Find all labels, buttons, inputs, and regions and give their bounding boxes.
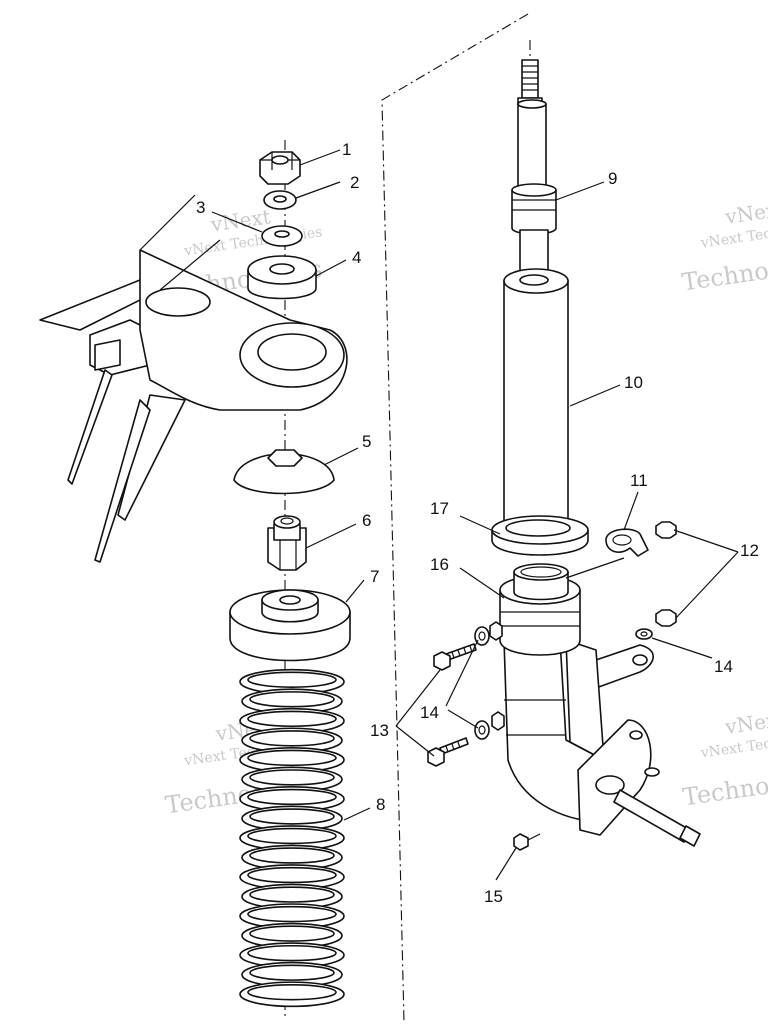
spring-coil-inner <box>247 671 337 688</box>
spring-coil-inner <box>247 905 337 923</box>
housing-nut-upper <box>489 621 503 641</box>
label-7: 7 <box>370 567 379 586</box>
label-6: 6 <box>362 511 371 530</box>
label-9: 9 <box>608 169 617 188</box>
part-8-coil-spring <box>239 668 345 1008</box>
label-8: 8 <box>376 795 385 814</box>
spring-coil-inner <box>247 984 337 1001</box>
part-12-nut-lower <box>655 609 677 627</box>
label-15: 15 <box>484 887 503 906</box>
frame-a-arm <box>39 194 348 563</box>
label-14-left: 14 <box>420 703 439 722</box>
label-17: 17 <box>430 499 449 518</box>
spring-coil-inner <box>247 788 337 806</box>
label-14-right: 14 <box>714 657 733 676</box>
part-7-spring-seat <box>229 589 351 662</box>
label-12: 12 <box>740 541 759 560</box>
spring-coil-inner <box>249 769 335 786</box>
watermark-text: vNext <box>723 197 768 229</box>
label-13: 13 <box>370 721 389 740</box>
part-14-washer-right <box>635 628 653 640</box>
watermark-text: Technologies <box>681 762 768 812</box>
part-4-bushing <box>247 255 317 300</box>
label-3: 3 <box>196 198 205 217</box>
label-2: 2 <box>350 173 359 192</box>
part-13-bolt-lower <box>427 737 469 767</box>
label-1: 1 <box>342 140 351 159</box>
part-16-strut-housing <box>499 563 701 847</box>
label-10: 10 <box>624 373 643 392</box>
part-13-bolt-upper <box>433 643 477 671</box>
callout-labels: 1 2 3 4 5 6 7 8 9 10 11 12 13 14 14 15 1… <box>196 140 759 906</box>
part-11-hose-clamp <box>605 528 649 557</box>
spring-coil-inner <box>247 944 337 962</box>
part-1-hex-nut <box>259 151 301 185</box>
label-11: 11 <box>630 471 648 490</box>
spring-coil-inner <box>247 710 337 728</box>
spring-coil-inner <box>249 808 335 825</box>
part-6-spacer-nut <box>267 515 307 571</box>
label-4: 4 <box>352 248 361 267</box>
part-14-washer-upper <box>474 626 490 646</box>
spring-coil-inner <box>247 749 337 767</box>
part-14-washer-lower <box>474 720 490 740</box>
part-15-grease-fitting <box>513 833 541 851</box>
section-divider-line <box>381 13 529 1023</box>
spring-coil-inner <box>249 730 335 747</box>
spring-coil-inner <box>249 964 335 981</box>
spring-coil-inner <box>247 866 337 884</box>
part-17-spring-seat <box>491 515 589 556</box>
spring-coil-inner <box>249 691 335 708</box>
part-3-washer <box>261 225 303 247</box>
part-5-spring-cup <box>233 449 335 495</box>
part-2-washer <box>263 190 297 210</box>
spring-coil-inner <box>249 886 335 903</box>
spring-coil-inner <box>249 925 335 942</box>
watermark-text: Technologies <box>680 247 768 297</box>
watermark-top-right: vNext vNext Technologies Technologies <box>680 197 768 297</box>
part-12-nut-upper <box>655 521 677 539</box>
housing-nut-lower <box>491 711 505 731</box>
spring-coil-inner <box>249 847 335 864</box>
label-16: 16 <box>430 555 449 574</box>
label-5: 5 <box>362 432 371 451</box>
spring-coil-inner <box>247 827 337 845</box>
part-9-10-shock-absorber <box>503 59 569 529</box>
watermark-text: vNext <box>723 707 768 739</box>
watermark-bottom-right: vNext vNext Technologies Technologies <box>681 707 768 812</box>
leader-lines <box>211 149 739 881</box>
